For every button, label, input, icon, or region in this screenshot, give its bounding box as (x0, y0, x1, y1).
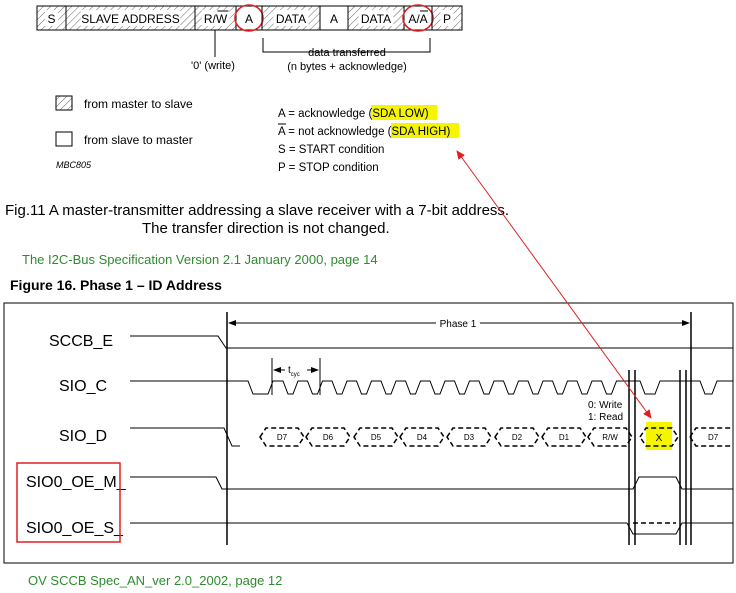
sccb-e-waveform (130, 335, 733, 349)
frame-cell-label: A/A (408, 12, 427, 26)
sio-d-bit-label: D6 (323, 433, 334, 442)
frame-cells: S SLAVE ADDRESS R/W A DATA A DATA A/A P (36, 4, 463, 32)
sio-d-next-bit-label: D7 (708, 433, 719, 442)
i2c-source-note: The I2C-Bus Specification Version 2.1 Ja… (22, 252, 378, 267)
sio-d-bit-cell (259, 427, 305, 447)
frame-cell-label: A (330, 12, 338, 26)
sio-d-bit-cell (541, 427, 587, 447)
signal-sio0-oe-m: SIO0_OE_M_ (26, 474, 127, 491)
nack-definition: A = not acknowledge (SDA HIGH) (278, 126, 450, 138)
sccb-source-note: OV SCCB Spec_AN_ver 2.0_2002, page 12 (28, 573, 283, 588)
frame-cell-label: DATA (361, 12, 391, 26)
ack-definition: A = acknowledge (SDA LOW) (278, 108, 429, 120)
phase-label: Phase 1 (440, 319, 477, 330)
signal-sio0-oe-s: SIO0_OE_S_ (26, 520, 124, 537)
sio-d-bit-label: R/W (602, 433, 618, 442)
sio-d-next-bit (689, 427, 733, 447)
sio-d-bits: D7 D6 D5 D4 D3 D2 D1 R/W D7 (259, 427, 733, 447)
frame-cell-label: SLAVE ADDRESS (81, 12, 179, 26)
i2c-frame-diagram: S SLAVE ADDRESS R/W A DATA A DATA A/A P '0' (wri… (36, 4, 463, 174)
sio-d-bit-cell (399, 427, 445, 447)
sda-low-highlight (371, 105, 437, 120)
brace-label-2: (n bytes + acknowledge) (287, 61, 407, 73)
sio-d-bit-cell (446, 427, 492, 447)
fig11-caption-line1: Fig.11 A master-transmitter addressing a… (5, 202, 510, 219)
rw-note-write: 0: Write (588, 400, 623, 411)
frame-cell-label: P (443, 12, 451, 26)
dont-care-bit: X (656, 433, 663, 444)
oe-signals-highlight-box (16, 462, 121, 543)
sio-d-bit-label: D2 (512, 433, 523, 442)
stop-definition: P = STOP condition (278, 162, 379, 174)
figure-code: MBC805 (56, 160, 92, 170)
frame-cell-label: DATA (276, 12, 306, 26)
signal-sio-d: SIO_D (59, 428, 107, 445)
sio-d-bit-cell (587, 427, 633, 447)
sio-d-bit-label: D5 (371, 433, 382, 442)
sio-d-bit-cell (305, 427, 351, 447)
signal-sccb-e: SCCB_E (49, 333, 113, 350)
frame-cell-label: S (47, 12, 55, 26)
fig11-caption-line2: The transfer direction is not changed. (142, 220, 390, 237)
frame-cell-label: A (245, 12, 253, 26)
frame-cell-box (319, 5, 349, 31)
annotation-arrow (456, 150, 652, 419)
sio-d-bit-label: D4 (417, 433, 428, 442)
oe-m-waveform (130, 476, 733, 490)
brace-label-1: data transferred (308, 47, 386, 59)
frame-cell-label: R/W (204, 12, 228, 26)
rw-note-read: 1: Read (588, 412, 623, 423)
sio-d-bit-label: D7 (277, 433, 288, 442)
timing-frame (3, 302, 734, 564)
sio-d-bit-cell (353, 427, 399, 447)
sio-d-waveform (130, 427, 240, 447)
oe-s-ack-slot (626, 522, 733, 535)
legend-hatched-box (55, 95, 73, 111)
sda-high-highlight (391, 123, 459, 138)
signal-sio-c: SIO_C (59, 378, 107, 395)
legend-master-to-slave: from master to slave (84, 97, 193, 111)
sio-c-waveform (130, 380, 733, 395)
figure16-title: Figure 16. Phase 1 – ID Address (10, 277, 222, 293)
tcyc-label: tcyc (288, 365, 300, 378)
sio-d-bit-cell (494, 427, 540, 447)
legend-plain-box (55, 131, 73, 147)
write-note: '0' (write) (191, 60, 235, 72)
data-brace (262, 38, 431, 53)
legend-slave-to-master: from slave to master (84, 133, 193, 147)
sio-d-bit-label: D3 (464, 433, 475, 442)
sio-d-bit-label: D1 (559, 433, 570, 442)
start-definition: S = START condition (278, 144, 384, 156)
